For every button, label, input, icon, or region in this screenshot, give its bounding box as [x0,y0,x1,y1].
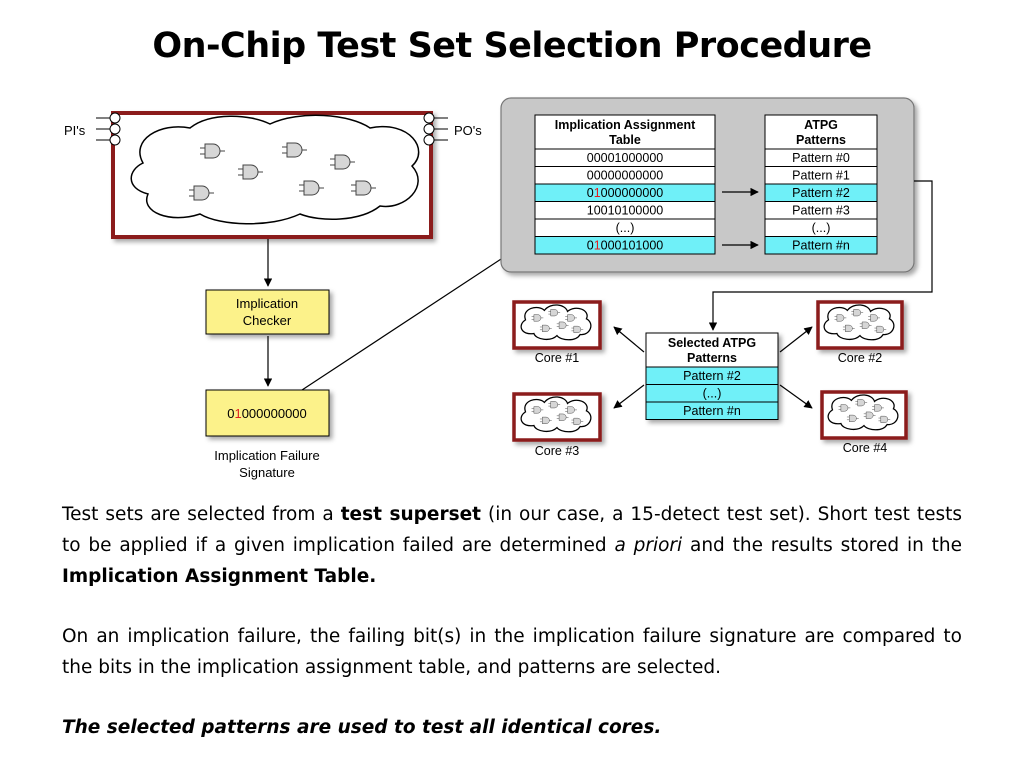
core-3: Core #3 [512,392,602,458]
checker-label-line2: Checker [243,313,292,328]
checker-label-line1: Implication [236,296,298,311]
selected-patterns-table: Selected ATPG Patterns Pattern #2 (...) Pa… [645,332,779,420]
pi-label: PI's [64,123,86,138]
core-label: Core #3 [535,444,580,458]
atpg-row-label: Pattern #1 [792,169,850,183]
atpg-patterns-table: ATPG Patterns Pattern #0 Pattern #1 Patter… [764,114,878,255]
atpg-row-label: (...) [812,221,831,235]
assignment-row-bits: (...) [616,221,635,235]
implication-checker: Implication Checker [205,289,330,335]
selected-row-label: (...) [703,387,722,401]
conclusion-statement: The selected patterns are used to test a… [62,717,662,738]
arrow-to-core1 [613,326,645,353]
signature-caption-line1: Implication Failure [214,448,320,463]
arrow-to-core2 [779,326,813,353]
lookup-panel: Implication Assignment Table 00001000000… [500,97,915,273]
core-label: Core #1 [535,351,580,365]
atpg-table-row: Pattern #n [764,236,878,255]
assignment-row-bits: 00000000000 [587,169,664,183]
assignment-table-row: 01000101000 [534,236,716,255]
arrow-to-core3 [613,384,645,409]
assignment-table-header-line1: Implication Assignment [555,118,696,132]
assignment-table-header-line2: Table [609,133,641,147]
core-label: Core #4 [843,441,888,455]
assignment-row-bits: 01000000000 [587,186,664,200]
signature-value: 01000000000 [227,406,307,421]
core-1: Core #1 [512,300,602,365]
selected-table-row: Pattern #n [645,401,779,420]
selected-row-label: Pattern #2 [683,369,741,383]
selected-table-header-line1: Selected ATPG [668,336,756,350]
assignment-row-bits: 01000101000 [587,239,664,253]
assignment-table-row: (...) [534,218,716,237]
assignment-row-bits: 10010100000 [587,204,664,218]
atpg-row-label: Pattern #n [792,239,850,253]
implication-assignment-table: Implication Assignment Table 00001000000… [534,114,716,255]
description-paragraph-1: Test sets are selected from a test super… [62,504,962,587]
logic-cloud [130,114,420,225]
output-pins [423,112,448,146]
circuit-under-test: PI's PO's [64,111,482,239]
atpg-table-row: Pattern #1 [764,166,878,185]
signature-caption-line2: Signature [239,465,295,480]
core-2: Core #2 [816,300,904,365]
arrow-signature-to-table [301,239,531,391]
assignment-table-row: 10010100000 [534,201,716,220]
atpg-table-row: Pattern #2 [764,183,878,202]
selected-table-header-line2: Patterns [687,351,737,365]
assignment-table-row: 00001000000 [534,148,716,167]
atpg-table-header-line2: Patterns [796,133,846,147]
atpg-row-label: Pattern #2 [792,186,850,200]
selected-row-label: Pattern #n [683,404,741,418]
atpg-table-row: Pattern #3 [764,201,878,220]
failure-signature: 01000000000 Implication Failure Signatur… [205,389,330,480]
atpg-row-label: Pattern #3 [792,204,850,218]
slide-title: On-Chip Test Set Selection Procedure [152,26,872,66]
core-label: Core #2 [838,351,883,365]
description-paragraph-2: On an implication failure, the failing b… [62,626,962,678]
atpg-table-row: Pattern #0 [764,148,878,167]
po-label: PO's [454,123,482,138]
atpg-table-header-line1: ATPG [804,118,838,132]
selected-table-row: (...) [645,384,779,403]
arrow-panel-to-selected [708,180,933,331]
procedure-diagram: PI's PO's Implication Checker 0100000000… [64,97,933,480]
assignment-table-row: 01000000000 [534,183,716,202]
atpg-table-row: (...) [764,218,878,237]
arrow-to-core4 [779,384,813,409]
core-4: Core #4 [820,390,908,455]
input-pins [96,112,121,146]
selected-table-row: Pattern #2 [645,366,779,385]
assignment-row-bits: 00001000000 [587,151,664,165]
atpg-row-label: Pattern #0 [792,151,850,165]
assignment-table-row: 00000000000 [534,166,716,185]
